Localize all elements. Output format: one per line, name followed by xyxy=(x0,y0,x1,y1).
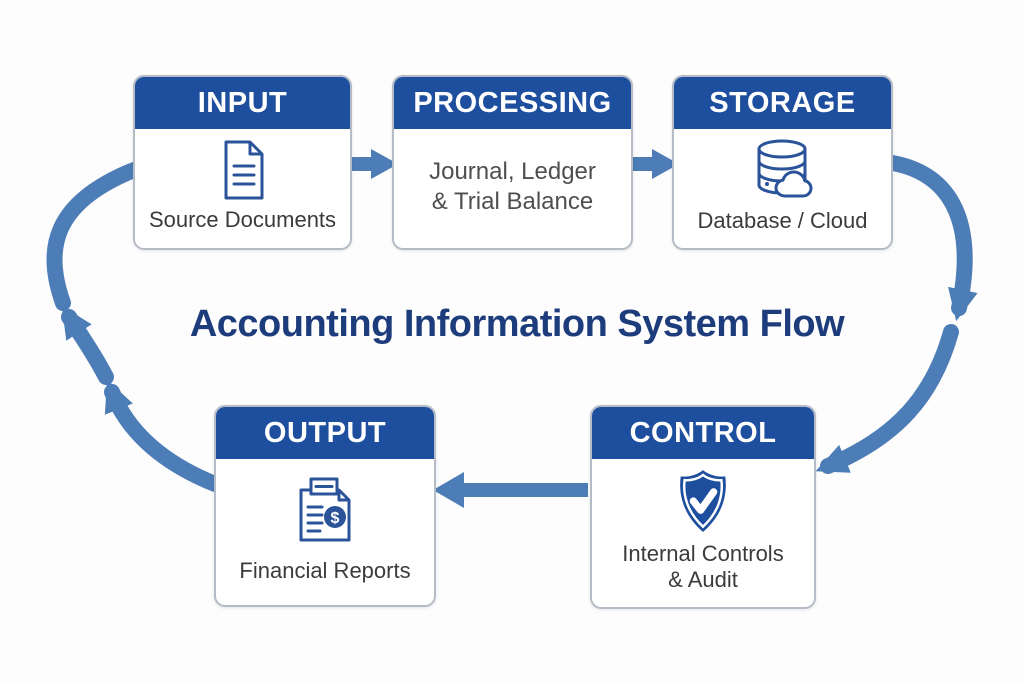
arrow-processing-to-storage xyxy=(630,149,679,179)
node-storage-label: STORAGE xyxy=(709,86,856,119)
node-input-desc: Source Documents xyxy=(148,207,337,233)
node-input-header: INPUT xyxy=(135,77,350,129)
node-storage: STORAGE Database / Cloud xyxy=(672,75,893,250)
node-control-label: CONTROL xyxy=(629,416,777,449)
node-control-desc-line1: Internal Controls xyxy=(622,540,784,566)
svg-text:$: $ xyxy=(331,510,340,527)
node-output: OUTPUT $ Financial Reports xyxy=(214,405,436,607)
node-output-body: $ Financial Reports xyxy=(216,459,434,605)
node-processing-label: PROCESSING xyxy=(413,86,612,119)
node-control-body: Internal Controls & Audit xyxy=(592,459,814,607)
node-input-label: INPUT xyxy=(197,86,288,119)
financial-report-icon: $ xyxy=(299,477,351,542)
database-cloud-icon xyxy=(757,139,812,198)
arrow-storage-to-control xyxy=(815,154,978,474)
node-processing-desc-line1: Journal, Ledger xyxy=(429,158,596,186)
node-output-desc: Financial Reports xyxy=(239,557,411,583)
shield-check-icon xyxy=(680,469,726,532)
arrow-control-to-output xyxy=(433,472,588,508)
node-control-desc: Internal Controls & Audit xyxy=(622,541,783,595)
node-processing-desc: Journal, Ledger & Trial Balance xyxy=(429,157,596,216)
node-output-label: OUTPUT xyxy=(263,416,387,449)
node-processing-body: Journal, Ledger & Trial Balance xyxy=(394,129,631,248)
node-processing: PROCESSING Journal, Ledger & Trial Balan… xyxy=(392,75,633,250)
node-control: CONTROL Internal Controls & Audit xyxy=(590,405,816,609)
document-icon xyxy=(224,140,263,200)
arrow-output-to-input xyxy=(46,162,223,492)
node-input: INPUT Source Documents xyxy=(133,75,352,250)
diagram-title: Accounting Information System Flow xyxy=(189,303,845,345)
node-storage-desc: Database / Cloud xyxy=(697,207,868,233)
node-storage-header: STORAGE xyxy=(674,77,891,129)
node-control-header: CONTROL xyxy=(592,407,814,459)
node-input-body: Source Documents xyxy=(135,129,350,248)
arrow-input-to-processing xyxy=(349,149,398,179)
node-processing-header: PROCESSING xyxy=(394,77,631,129)
node-control-desc-line2: & Audit xyxy=(668,567,738,593)
node-storage-body: Database / Cloud xyxy=(674,129,891,248)
node-output-header: OUTPUT xyxy=(216,407,434,459)
node-processing-desc-line2: & Trial Balance xyxy=(431,187,594,215)
